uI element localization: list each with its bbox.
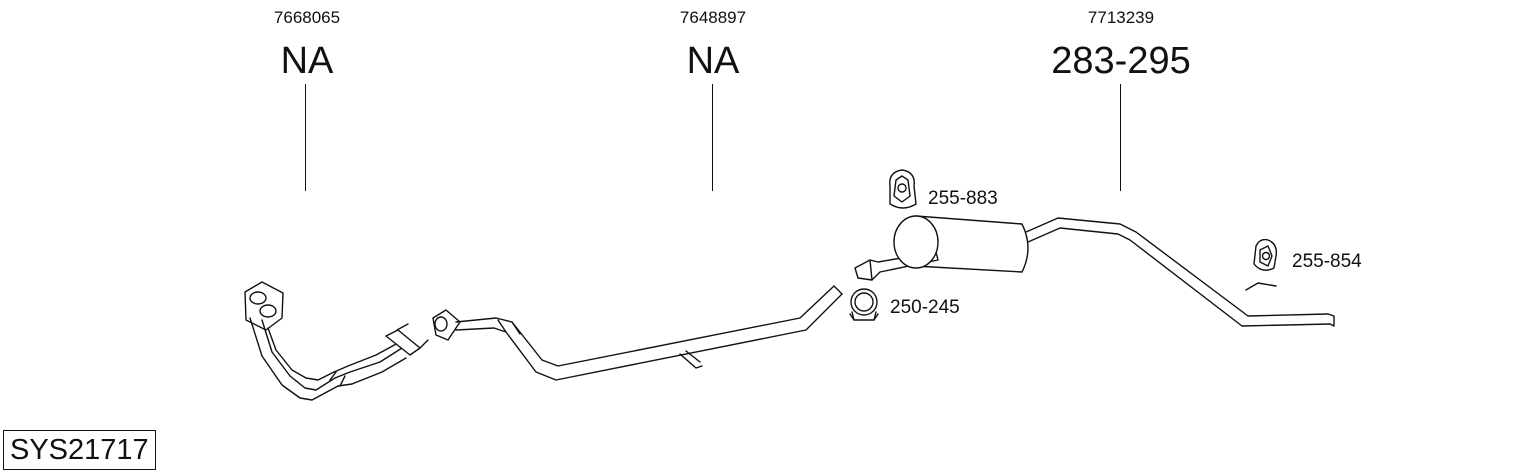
part-code-rear-silencer: 283-295 — [1051, 40, 1191, 82]
part-ref-rear-silencer: 7713239 — [1087, 8, 1155, 27]
system-id-box: SYS21717 — [3, 430, 156, 470]
hanger-rear-label: 255-854 — [1292, 251, 1362, 272]
rear-silencer-drawing — [854, 215, 1335, 327]
part-code-front-pipe: NA — [280, 40, 334, 82]
exhaust-clamp-icon — [849, 288, 879, 321]
rubber-hanger-rear-icon — [1253, 238, 1278, 271]
leader-line-front-pipe — [305, 84, 307, 191]
hanger-upper-label: 255-883 — [928, 188, 998, 209]
clamp-label: 250-245 — [890, 297, 960, 318]
middle-pipe-drawing — [432, 285, 843, 381]
rubber-hanger-upper-icon — [889, 169, 917, 209]
part-code-middle-pipe: NA — [686, 40, 740, 82]
leader-line-rear-silencer — [1120, 84, 1122, 191]
part-ref-middle-pipe: 7648897 — [679, 8, 747, 27]
leader-line-middle-pipe — [712, 84, 714, 191]
part-ref-front-pipe: 7668065 — [273, 8, 341, 27]
front-pipe-drawing — [244, 281, 429, 401]
